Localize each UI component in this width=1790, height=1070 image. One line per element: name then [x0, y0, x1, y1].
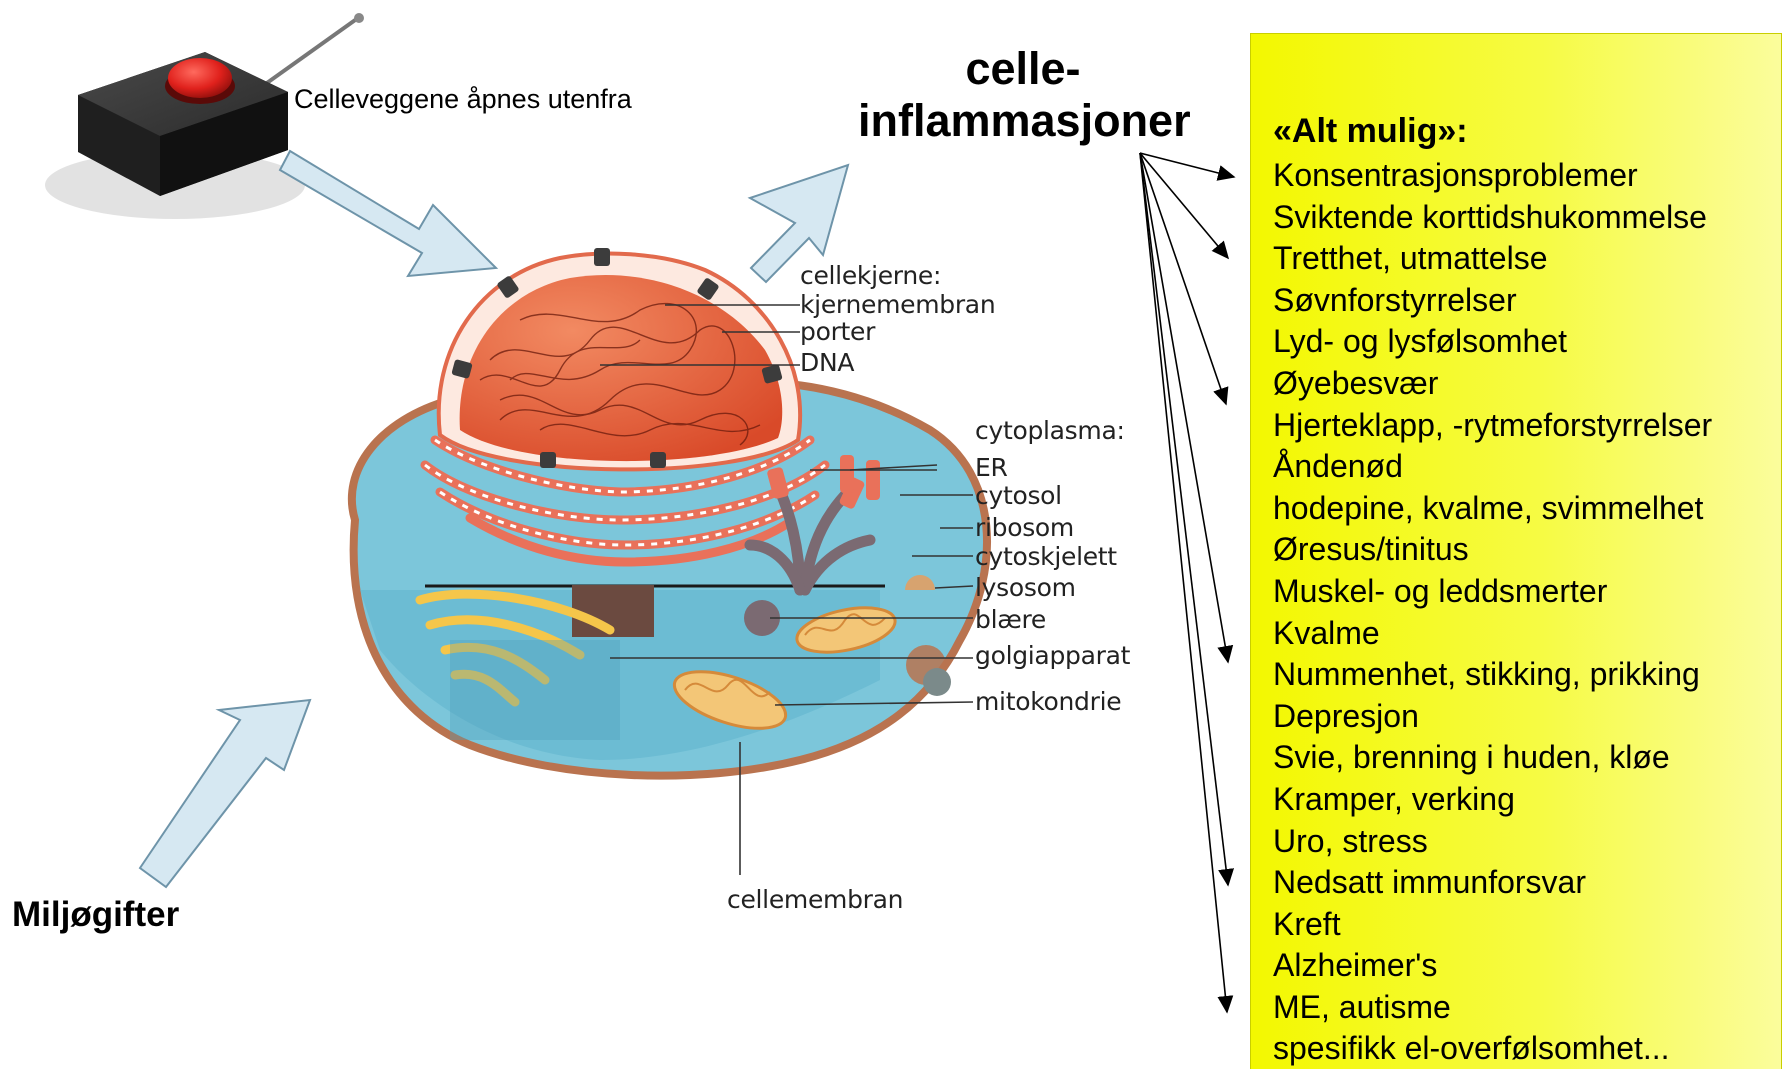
list-item: hodepine, kvalme, svimmelhet — [1273, 488, 1712, 530]
label-golgi: golgiapparat — [975, 643, 1130, 668]
list-item: Konsentrasjonsproblemer — [1273, 155, 1712, 197]
list-item: Kreft — [1273, 904, 1712, 946]
list-item: Åndenød — [1273, 446, 1712, 488]
list-item: Muskel- og leddsmerter — [1273, 571, 1712, 613]
list-item: Nummenhet, stikking, prikking — [1273, 654, 1712, 696]
symptom-list: Konsentrasjonsproblemer Sviktende kortti… — [1273, 155, 1712, 1070]
title: celle- inflammasjoner — [858, 43, 1188, 147]
label-dna: DNA — [800, 350, 854, 375]
list-item: Alzheimer's — [1273, 945, 1712, 987]
list-item: Kvalme — [1273, 613, 1712, 655]
list-item: Tretthet, utmattelse — [1273, 238, 1712, 280]
list-item: Sviktende korttidshukommelse — [1273, 197, 1712, 239]
label-mitochondrion: mitokondrie — [975, 689, 1121, 714]
list-item: Nedsatt immunforsvar — [1273, 862, 1712, 904]
arrow-from-toxins — [140, 700, 310, 887]
symptom-panel: «Alt mulig»: Konsentrasjonsproblemer Svi… — [1250, 33, 1782, 1069]
list-item: Depresjon — [1273, 696, 1712, 738]
label-nuclear-membrane: kjernemembran — [800, 292, 995, 317]
label-pores: porter — [800, 319, 875, 344]
label-cytoplasm: cytoplasma: — [975, 418, 1125, 443]
cell-illustration — [352, 248, 987, 875]
environment-label: Miljøgifter — [12, 895, 179, 935]
list-item: Uro, stress — [1273, 821, 1712, 863]
list-item: Lyd- og lysfølsomhet — [1273, 321, 1712, 363]
list-item: Svie, brenning i huden, kløe — [1273, 737, 1712, 779]
panel-heading: «Alt mulig»: — [1273, 112, 1468, 151]
list-item: Kramper, verking — [1273, 779, 1712, 821]
label-lysosome: lysosom — [975, 575, 1076, 600]
list-item: Søvnforstyrrelser — [1273, 280, 1712, 322]
label-vesicle: blære — [975, 607, 1046, 632]
title-line-2: inflammasjoner — [858, 95, 1188, 147]
label-cytosol: cytosol — [975, 483, 1062, 508]
label-cell-membrane: cellemembran — [727, 887, 903, 912]
list-item: Hjerteklapp, -rytmeforstyrrelser — [1273, 405, 1712, 447]
list-item: Øresus/tinitus — [1273, 529, 1712, 571]
remote-caption: Celleveggene åpnes utenfra — [294, 84, 632, 115]
label-er: ER — [975, 455, 1008, 480]
list-item: Øyebesvær — [1273, 363, 1712, 405]
list-item: spesifikk el-overfølsomhet... — [1273, 1028, 1712, 1070]
arrow-from-remote — [280, 151, 496, 276]
label-cytoskeleton: cytoskjelett — [975, 544, 1117, 569]
label-ribosome: ribosom — [975, 515, 1074, 540]
title-line-1: celle- — [858, 43, 1188, 95]
label-nucleus: cellekjerne: — [800, 263, 941, 288]
list-item: ME, autisme — [1273, 987, 1712, 1029]
